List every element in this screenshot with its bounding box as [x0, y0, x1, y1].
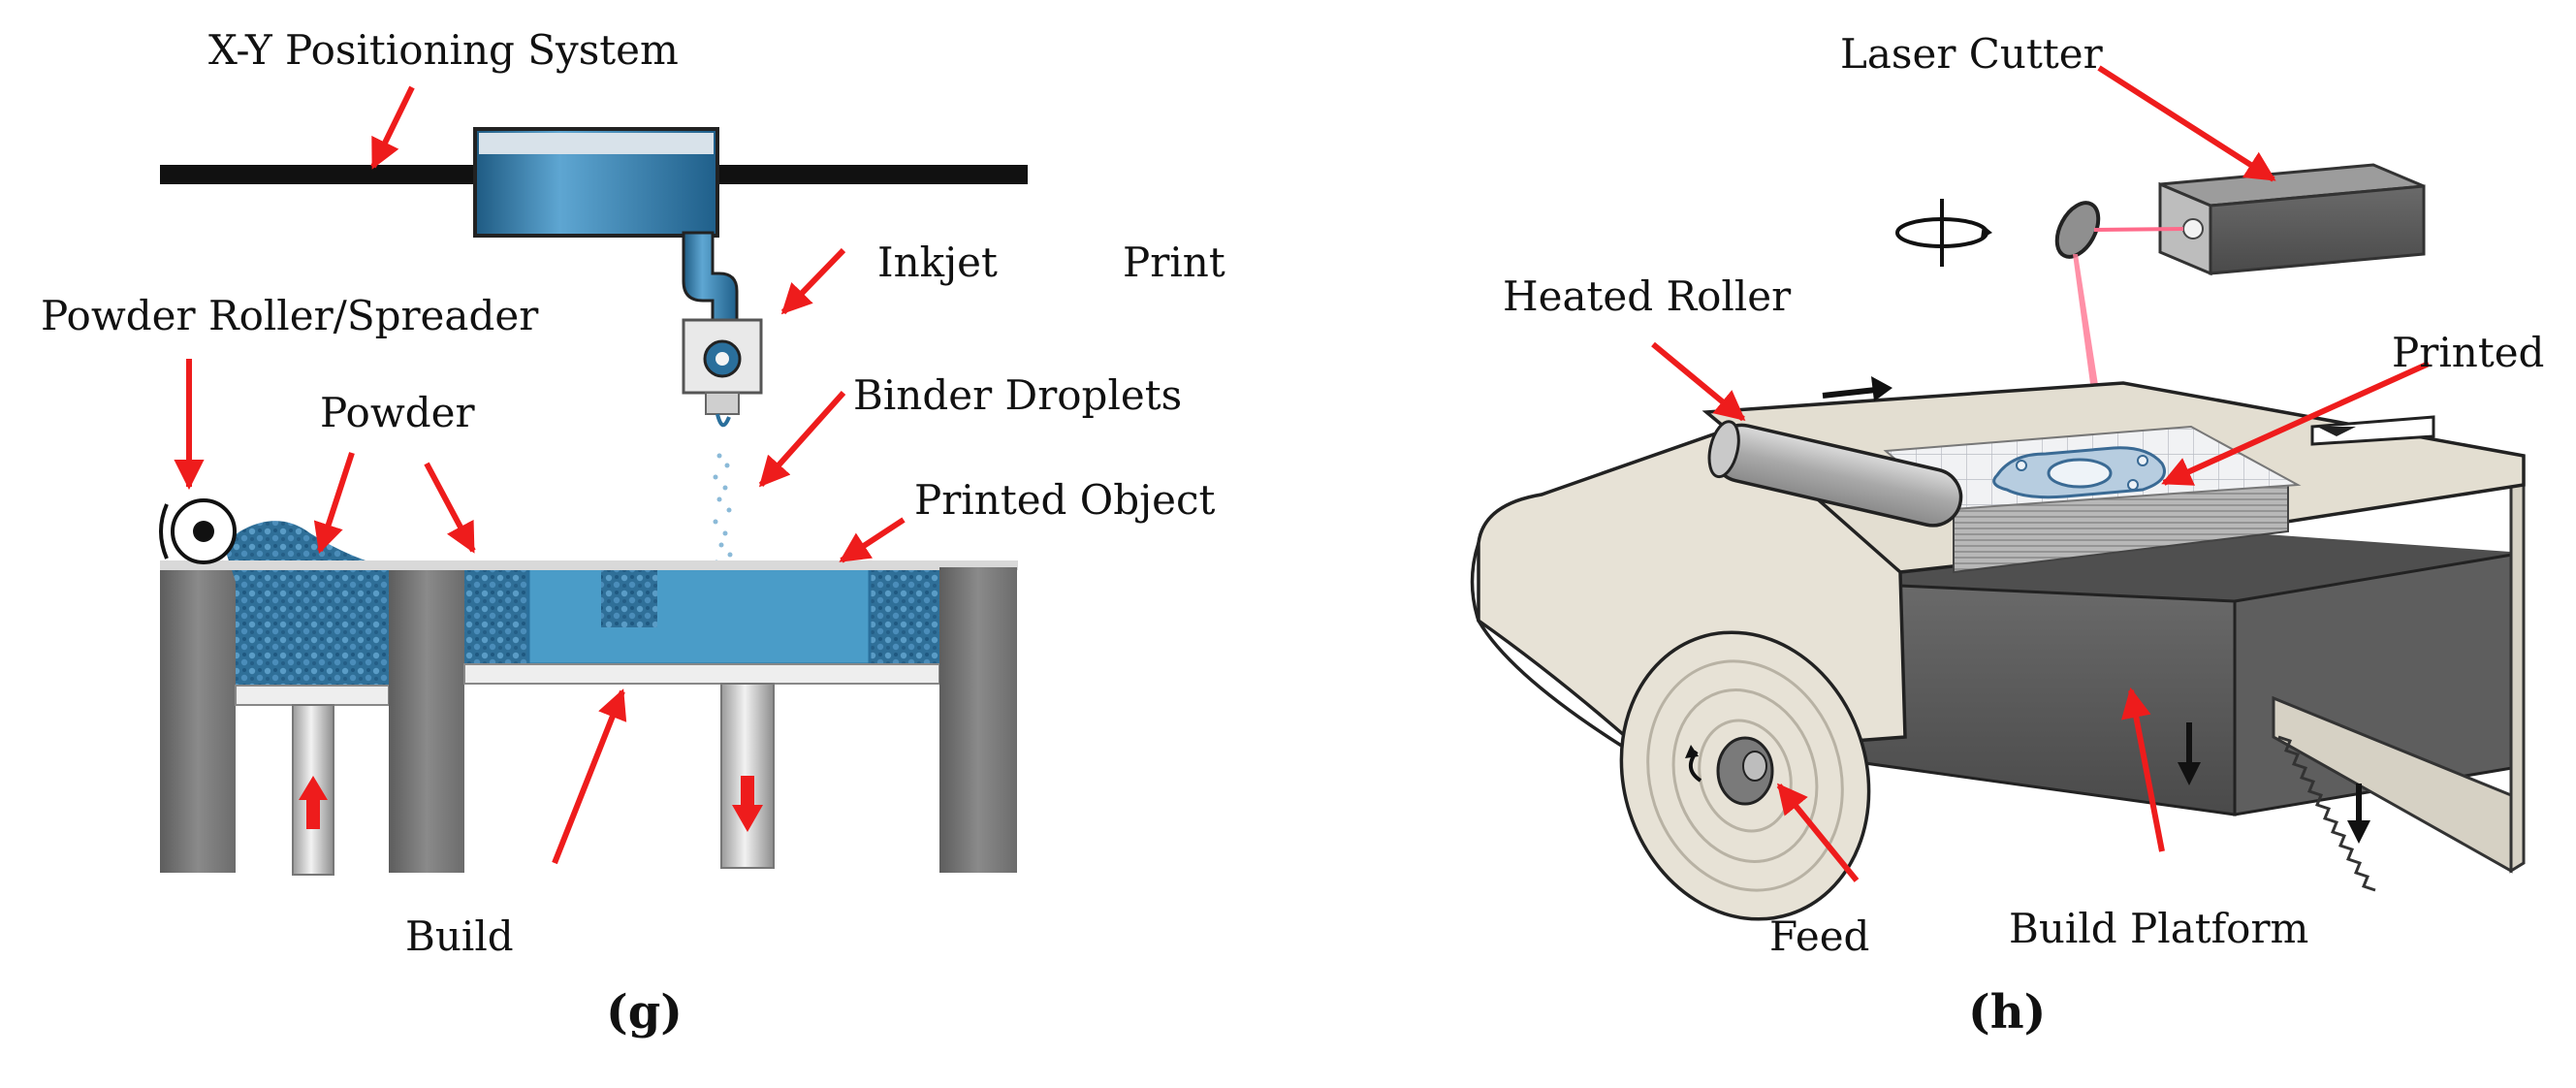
arrow-powder	[313, 452, 355, 554]
nozzle-tip	[705, 392, 740, 415]
laser-aperture	[2182, 218, 2204, 240]
arrow-feed	[1776, 783, 1860, 882]
top-surface	[160, 560, 1018, 570]
arrow-object	[839, 517, 906, 563]
label-feed: Feed	[1769, 912, 1869, 960]
carriage-top	[479, 133, 714, 154]
caption-g: (g)	[606, 985, 683, 1040]
arrow-printed	[2161, 361, 2431, 486]
move-arrow-shaft	[1822, 387, 1877, 399]
feed-roll-ring-2	[1671, 688, 1819, 863]
film-slot-marker	[2317, 427, 2356, 436]
arrow-powder-2	[424, 462, 476, 554]
label-inkjet: Inkjet	[877, 239, 998, 286]
label-heated-roller: Heated Roller	[1503, 272, 1792, 320]
panel-g-arrows	[174, 85, 906, 865]
roller-axle	[193, 521, 214, 542]
arrow-xy	[370, 85, 415, 170]
left-frame-wall	[160, 567, 236, 873]
nozzle-drip	[716, 413, 731, 428]
feed-roll-axle	[1742, 751, 1767, 782]
direction-arrows	[1822, 376, 2370, 844]
down-arrow-1-head-icon	[2178, 762, 2201, 785]
arrow-laser-cutter	[2097, 65, 2276, 182]
nozzle-core	[716, 352, 729, 366]
label-printed: Printed	[2392, 329, 2544, 376]
arrow-binder	[758, 390, 846, 488]
laser-beam-horizontal	[2093, 227, 2184, 232]
part-bolt-hole-1	[2016, 460, 2027, 471]
label-powder-roller: Powder Roller/Spreader	[41, 292, 539, 339]
printed-object	[526, 565, 872, 666]
heated-roller-end	[1707, 420, 1740, 479]
part-bolt-hole-2	[2137, 455, 2148, 466]
label-powder: Powder	[320, 389, 476, 436]
piston-down-arrow	[732, 776, 763, 832]
panel-h-sheet-lamination: Laser Cutter Heated Roller Printed Feed …	[1470, 30, 2544, 1040]
middle-frame-wall	[389, 567, 464, 873]
arrow-heated-roller	[1651, 341, 1746, 422]
piston-up-arrow	[299, 776, 328, 829]
printhead-arm	[682, 231, 739, 328]
label-build: Build	[405, 912, 514, 960]
feed-piston-plate	[235, 685, 390, 706]
part-bolt-hole-3	[2127, 479, 2139, 491]
feed-roll-ring-3	[1698, 719, 1793, 833]
right-frame-wall	[939, 567, 1017, 873]
panel-h-arrows	[1651, 65, 2431, 882]
binder-droplets	[713, 453, 733, 565]
rotation-arrowhead-icon	[1981, 225, 1992, 239]
roller-motion-mark	[159, 503, 169, 560]
label-print: Print	[1123, 239, 1225, 286]
panel-g-binder-jetting: X-Y Positioning System Inkjet Print Powd…	[41, 26, 1225, 1040]
part-hole	[2047, 458, 2113, 489]
label-build-platform: Build Platform	[2009, 905, 2308, 952]
feed-rotation-arrowhead-icon	[1685, 745, 1699, 758]
frame-strut	[2272, 695, 2513, 874]
object-cavity-powder	[601, 567, 657, 627]
build-piston-plate	[463, 663, 940, 685]
laser-cutter-side	[2209, 184, 2426, 275]
scanning-mirror	[2054, 201, 2101, 259]
feed-powder-bed	[236, 567, 389, 686]
arrow-inkjet	[780, 247, 846, 315]
caption-h: (h)	[1968, 985, 2046, 1040]
arrow-build-platform	[2120, 687, 2165, 852]
film-belt-curve	[1470, 542, 1639, 758]
label-printed-object: Printed Object	[914, 476, 1216, 524]
heated-roller	[1707, 420, 1963, 528]
label-binder-droplets: Binder Droplets	[853, 371, 1182, 419]
label-xy-system: X-Y Positioning System	[208, 26, 679, 74]
label-laser-cutter: Laser Cutter	[1840, 30, 2104, 78]
frame-saw-edge	[2277, 735, 2376, 892]
film-slot	[2310, 415, 2435, 446]
feed-roll-ring-1	[1646, 659, 1844, 892]
arrow-build	[552, 688, 627, 865]
down-arrow-2-head-icon	[2347, 820, 2370, 844]
move-arrow-head-icon	[1871, 376, 1892, 401]
